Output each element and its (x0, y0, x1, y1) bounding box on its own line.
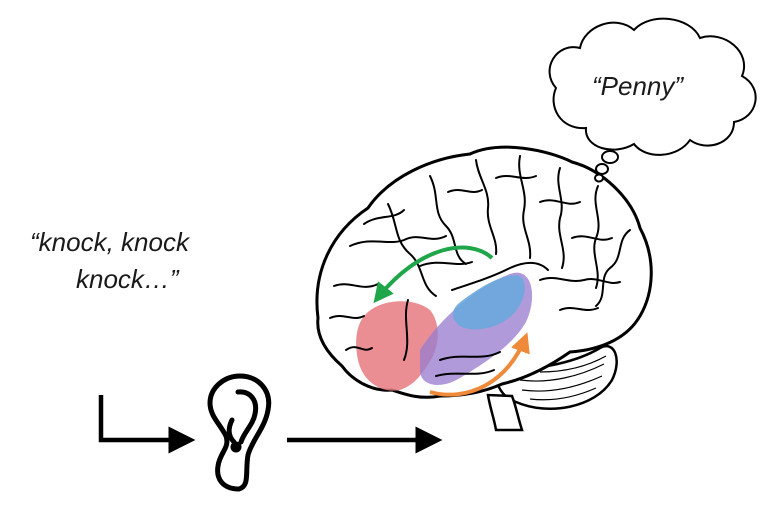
green-curved-arrow (373, 245, 494, 304)
frontal-region-highlight (356, 301, 438, 391)
sound-waveform-icon (33, 303, 189, 395)
thought-dot-large (601, 150, 619, 164)
orange-curved-arrow (429, 332, 530, 397)
brainstem (486, 393, 524, 432)
speech-text-line-1: “knock, knock (30, 227, 189, 257)
thought-dot-small (594, 173, 604, 183)
waveform-to-ear-arrow (98, 395, 196, 454)
thought-dot-medium (595, 163, 609, 175)
brain-folds (329, 155, 631, 377)
cerebellum-folds (519, 355, 607, 401)
temporal-upper-region-highlight (452, 275, 525, 330)
ear-icon (207, 373, 272, 492)
thought-cloud (548, 17, 757, 156)
brain-illustration (315, 145, 653, 432)
thought-bubble-icon (548, 17, 757, 183)
thought-text: “Penny” (592, 71, 684, 101)
speech-text-line-2: knock…” (76, 264, 179, 294)
